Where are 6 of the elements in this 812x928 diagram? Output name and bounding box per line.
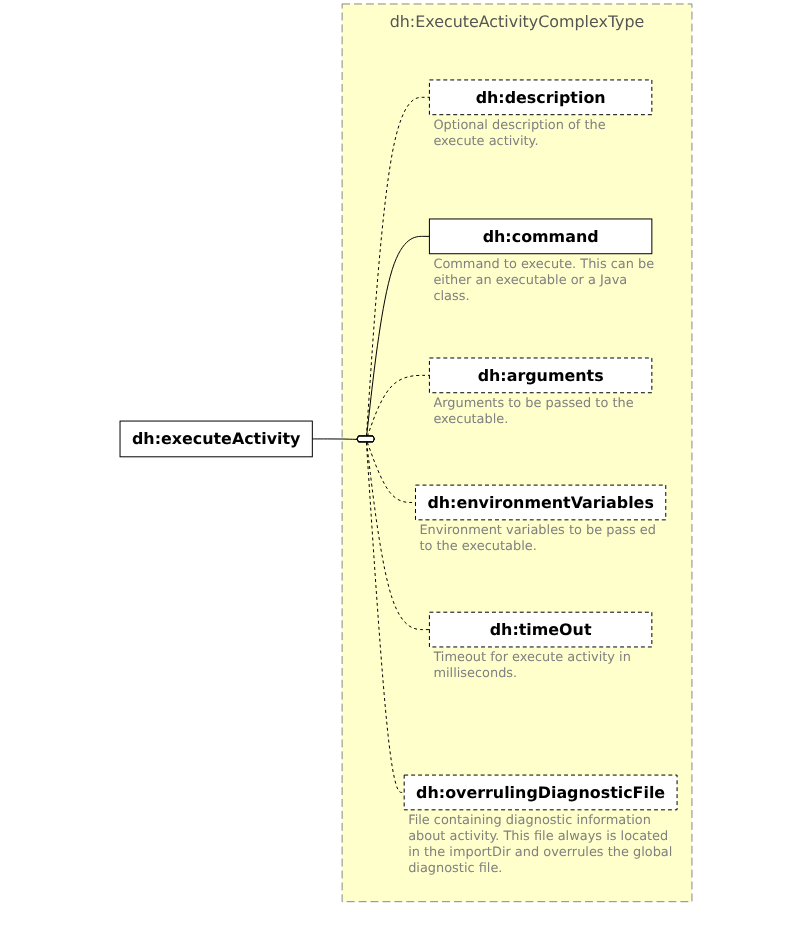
connector xyxy=(311,438,358,440)
connector xyxy=(365,441,405,793)
connector xyxy=(366,441,416,503)
connector xyxy=(366,441,430,631)
connector xyxy=(366,235,430,437)
connector xyxy=(365,96,430,437)
